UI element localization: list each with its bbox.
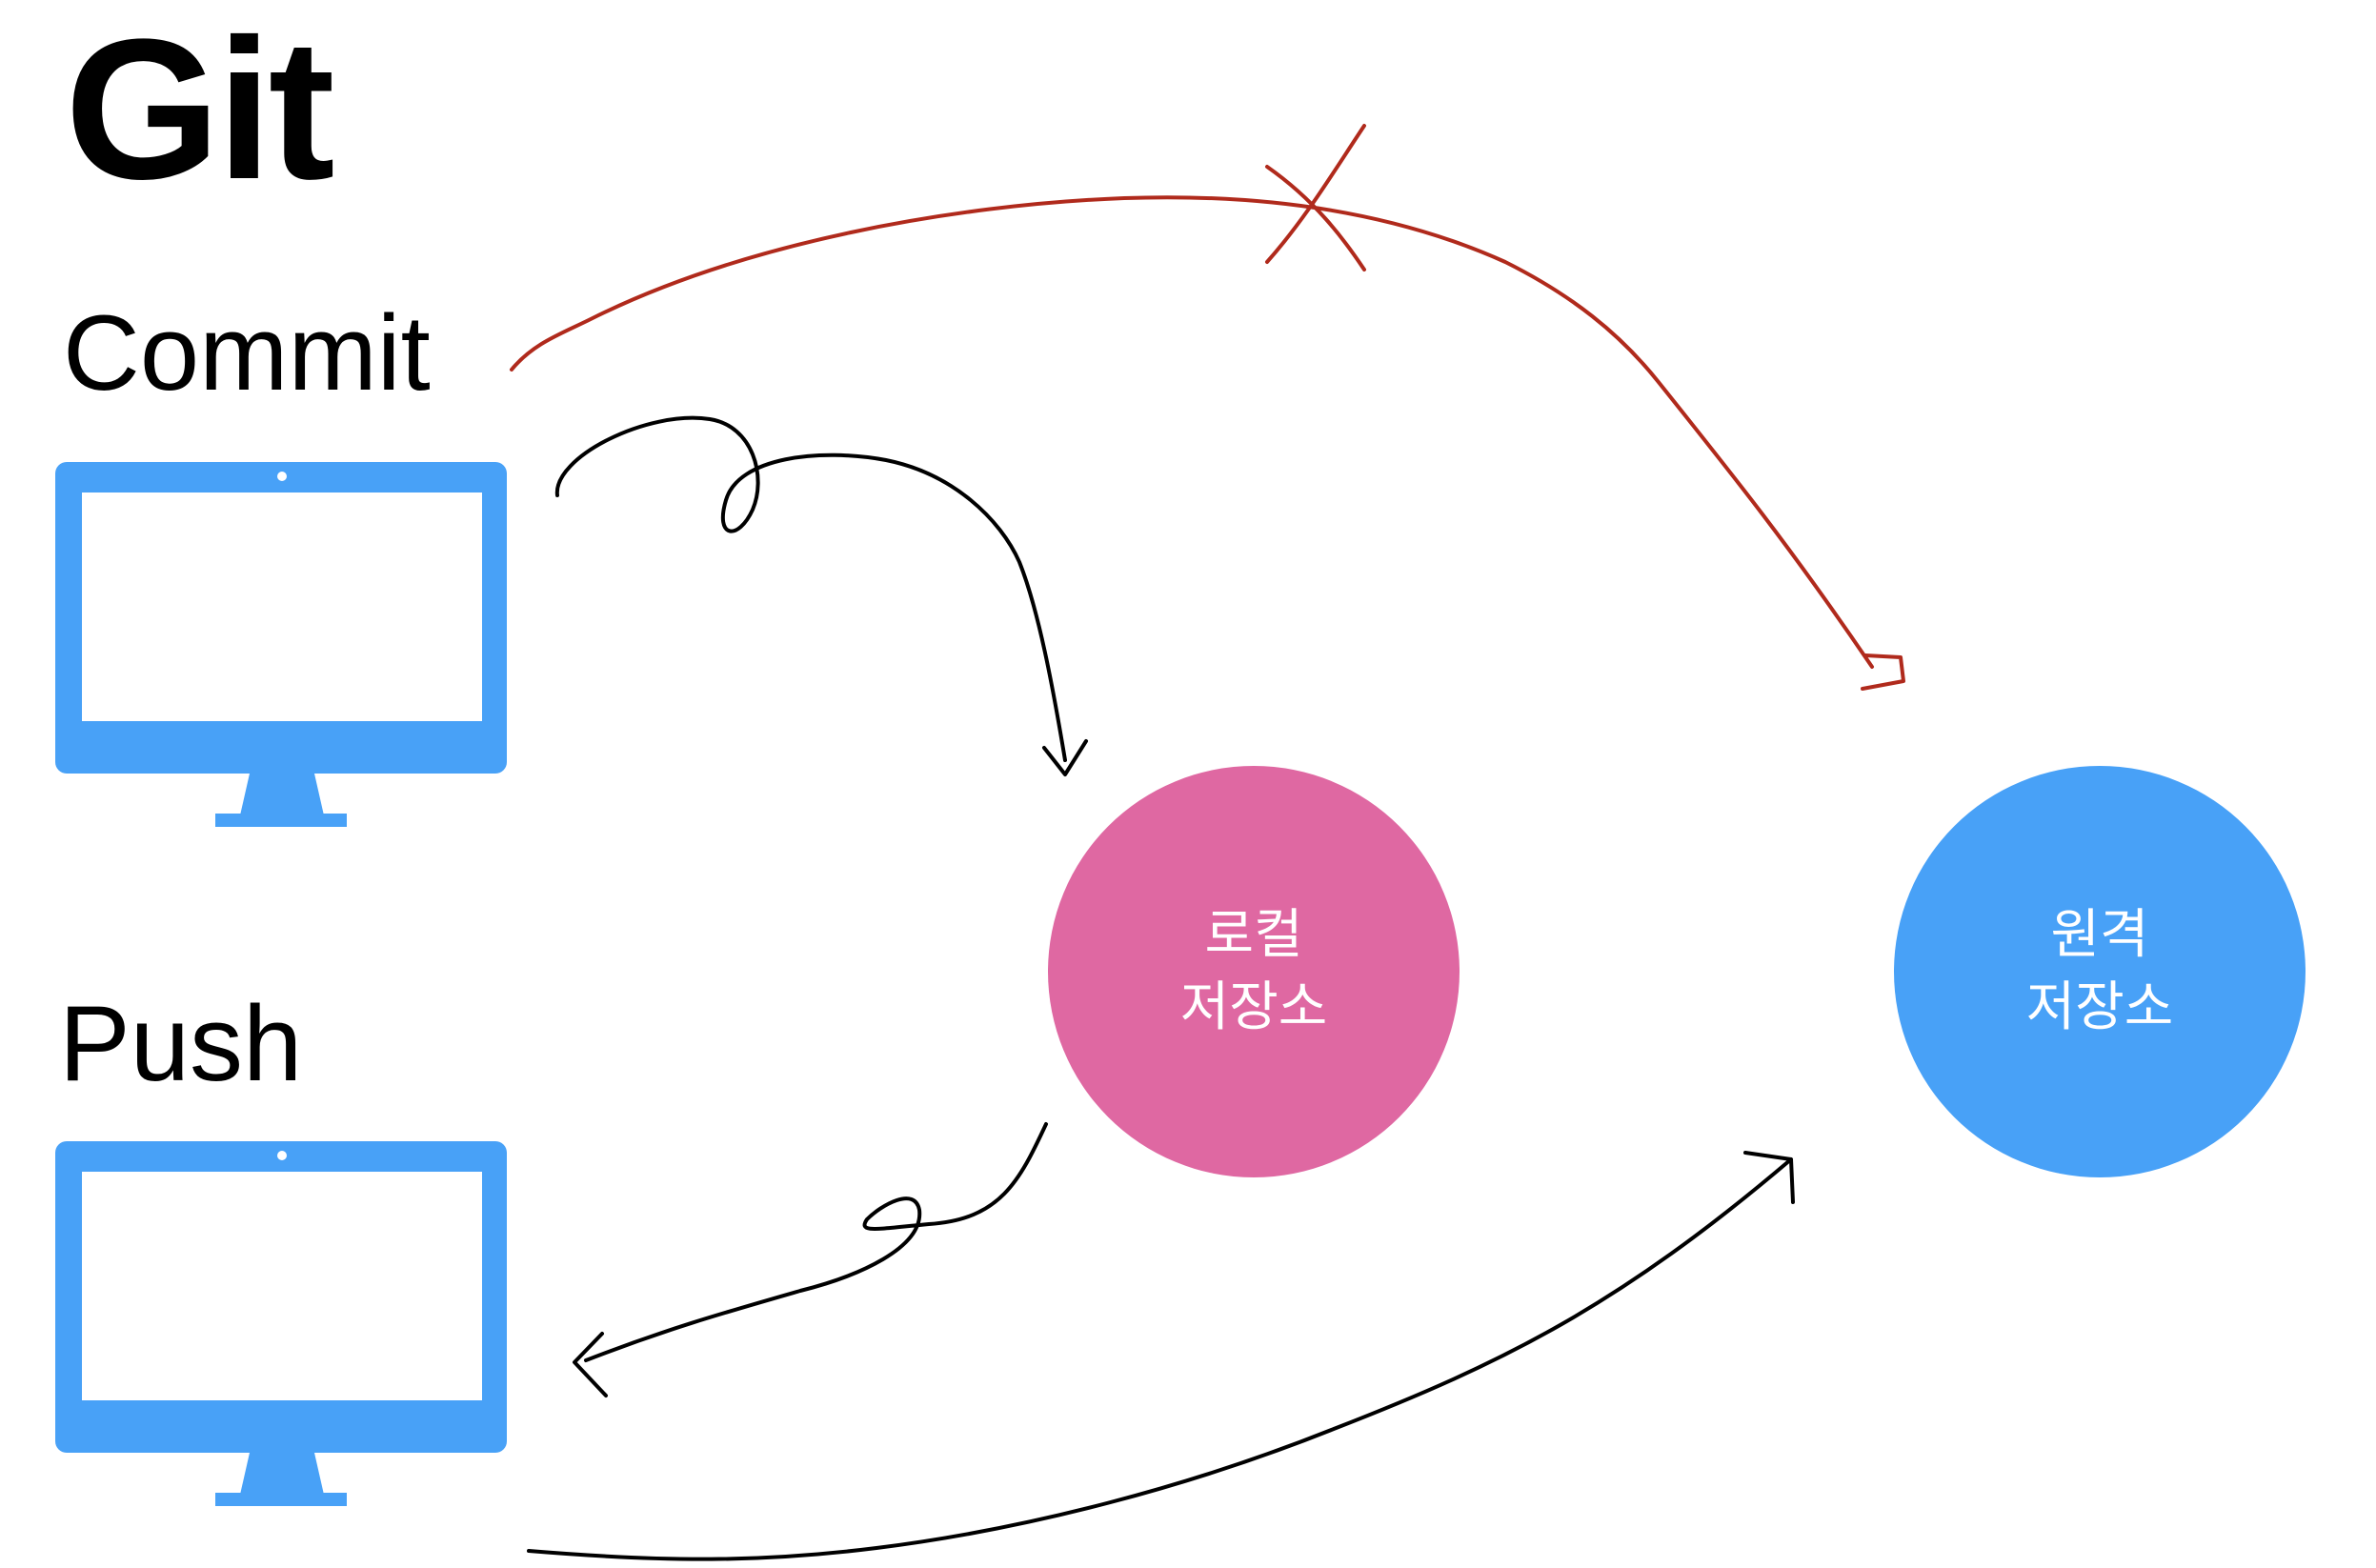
local-repository-node: 로컬 저장소 [1048,766,1460,1177]
push-arrow [527,1151,1795,1561]
local-repository-label-line2: 저장소 [1179,976,1328,1038]
push-label: Push [59,984,303,1103]
remote-repository-node: 원격 저장소 [1894,766,2306,1177]
computer-bottom-monitor-icon [55,1141,507,1506]
remote-repository-label-line1: 원격 [2050,904,2149,967]
commit-arrow [554,415,1088,776]
blocked-commit-arrow [510,195,1905,691]
commit-label: Commit [63,293,431,412]
page-title: Git [65,0,335,221]
local-repository-label-line1: 로컬 [1204,904,1303,967]
computer-top-monitor-icon [55,462,507,827]
pull-to-push-computer-arrow [573,1122,1048,1397]
x-cross-mark [1265,124,1366,271]
remote-repository-label-line2: 저장소 [2025,976,2174,1038]
